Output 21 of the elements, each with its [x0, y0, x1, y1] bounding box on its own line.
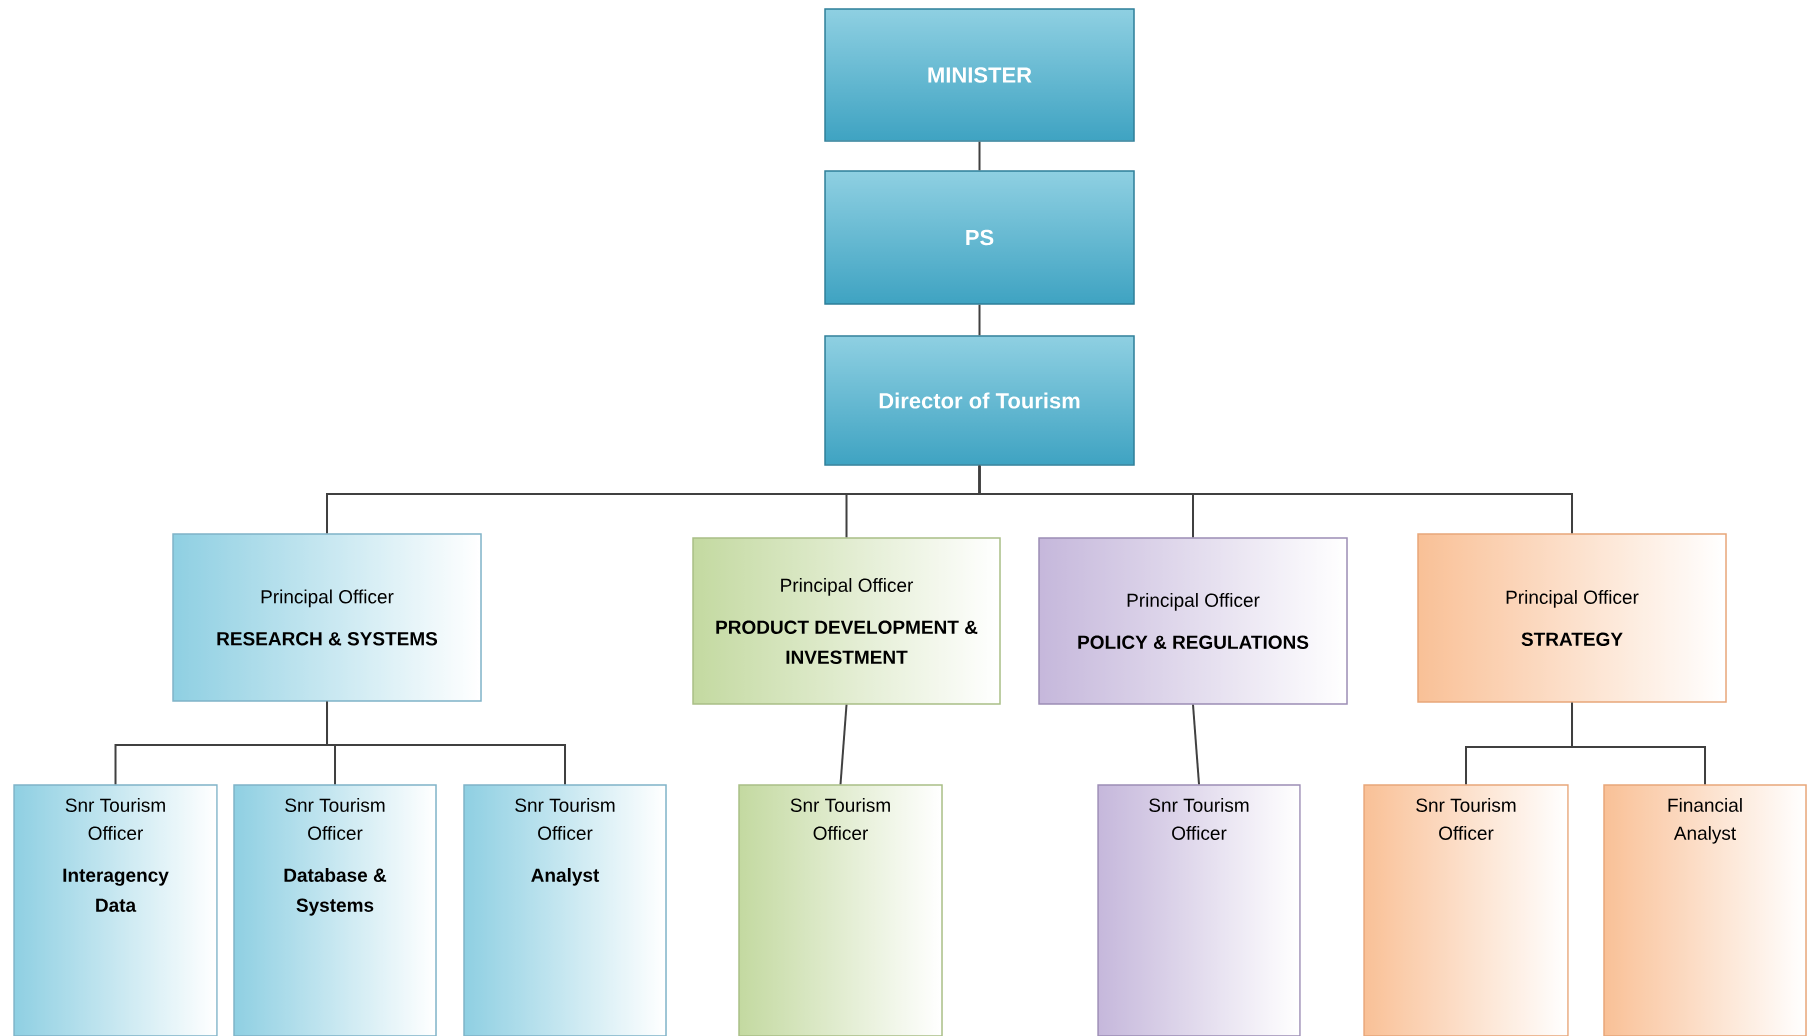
department-box: Principal Officer RESEARCH & SYSTEMS — [172, 533, 482, 702]
connector-line — [1192, 703, 1200, 786]
connector-line — [1571, 701, 1706, 786]
connector-line — [978, 464, 1573, 535]
position-box: Snr Tourism Officer — [738, 784, 943, 1036]
connector-line — [839, 703, 848, 786]
position-box: Snr Tourism Officer Analyst — [463, 784, 667, 1036]
position-box: Snr Tourism Officer Interagency Data — [13, 784, 218, 1036]
department-box: Principal Officer STRATEGY — [1417, 533, 1727, 703]
connector-line — [326, 700, 566, 786]
department-box: Principal Officer POLICY & REGULATIONS — [1038, 537, 1348, 705]
position-box: Snr Tourism Officer Database & Systems — [233, 784, 437, 1036]
title-box: PS — [824, 170, 1135, 305]
position-box: Financial Analyst — [1603, 784, 1807, 1036]
position-box: Snr Tourism Officer — [1097, 784, 1301, 1036]
connector-line — [978, 140, 981, 172]
position-box: Snr Tourism Officer — [1363, 784, 1569, 1036]
title-box: Director of Tourism — [824, 335, 1135, 466]
title-box: MINISTER — [824, 8, 1135, 142]
department-box: Principal Officer PRODUCT DEVELOPMENT & INVESTMENT — [692, 537, 1001, 705]
connector-line — [978, 303, 981, 337]
